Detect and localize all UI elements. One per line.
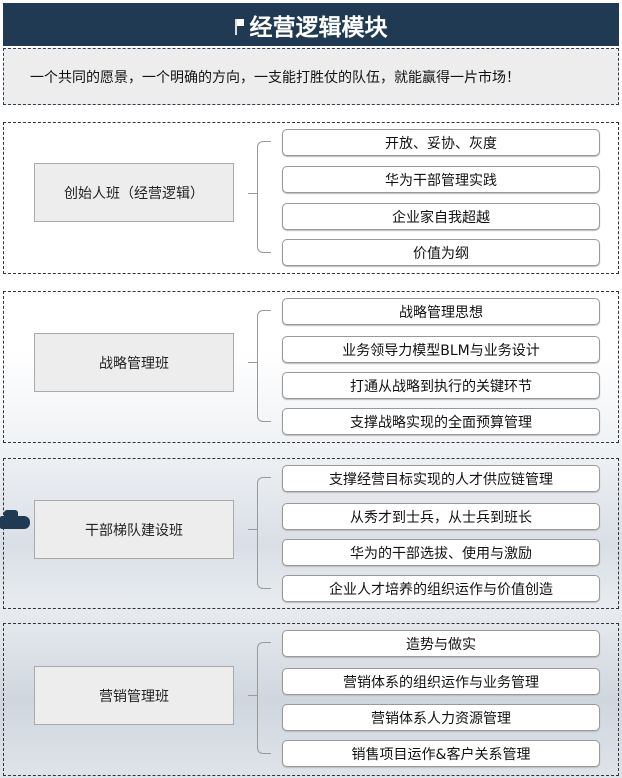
list-item: 支撑经营目标实现的人才供应链管理	[282, 465, 600, 492]
brace-stem	[248, 362, 258, 363]
list-item: 打通从战略到执行的关键环节	[282, 372, 600, 399]
list-item: 从秀才到士兵，从士兵到班长	[282, 503, 600, 530]
section-label: 营销管理班	[34, 666, 234, 725]
brace	[257, 141, 271, 253]
list-item: 营销体系人力资源管理	[282, 704, 600, 731]
section-label: 创始人班（经营逻辑）	[34, 163, 234, 222]
section-cadre: 干部梯队建设班 支撑经营目标实现的人才供应链管理 从秀才到士兵，从士兵到班长 华…	[3, 458, 619, 609]
list-item: 支撑战略实现的全面预算管理	[282, 408, 600, 435]
motto-text: 一个共同的愿景，一个明确的方向，一支能打胜仗的队伍，就能赢得一片市场！	[30, 69, 520, 86]
brace	[257, 310, 271, 422]
section-strategy: 战略管理班 战略管理思想 业务领导力模型BLM与业务设计 打通从战略到执行的关键…	[3, 291, 619, 443]
list-item: 业务领导力模型BLM与业务设计	[282, 336, 600, 363]
brace-stem	[248, 695, 258, 696]
brace	[257, 642, 271, 754]
list-item: 开放、妥协、灰度	[282, 129, 600, 156]
section-label: 干部梯队建设班	[34, 500, 234, 559]
section-founder: 创始人班（经营逻辑） 开放、妥协、灰度 华为干部管理实践 企业家自我超越 价值为…	[3, 122, 619, 274]
brace-stem	[248, 529, 258, 530]
flag-icon	[234, 18, 246, 35]
brace-stem	[248, 193, 258, 194]
pointing-hand-icon	[0, 510, 30, 529]
page-title: 经营逻辑模块	[249, 14, 388, 41]
list-item: 企业人才培养的组织运作与价值创造	[282, 575, 600, 602]
section-label: 战略管理班	[34, 333, 234, 392]
page-header: 经营逻辑模块	[3, 3, 619, 46]
list-item: 营销体系的组织运作与业务管理	[282, 668, 600, 695]
brace	[257, 477, 271, 589]
list-item: 企业家自我超越	[282, 203, 600, 230]
motto-banner: 一个共同的愿景，一个明确的方向，一支能打胜仗的队伍，就能赢得一片市场！	[3, 48, 619, 105]
list-item: 价值为纲	[282, 239, 600, 266]
list-item: 销售项目运作&客户关系管理	[282, 740, 600, 767]
section-marketing: 营销管理班 造势与做实 营销体系的组织运作与业务管理 营销体系人力资源管理 销售…	[3, 623, 619, 776]
list-item: 造势与做实	[282, 630, 600, 657]
list-item: 战略管理思想	[282, 298, 600, 325]
list-item: 华为干部管理实践	[282, 166, 600, 193]
list-item: 华为的干部选拔、使用与激励	[282, 539, 600, 566]
